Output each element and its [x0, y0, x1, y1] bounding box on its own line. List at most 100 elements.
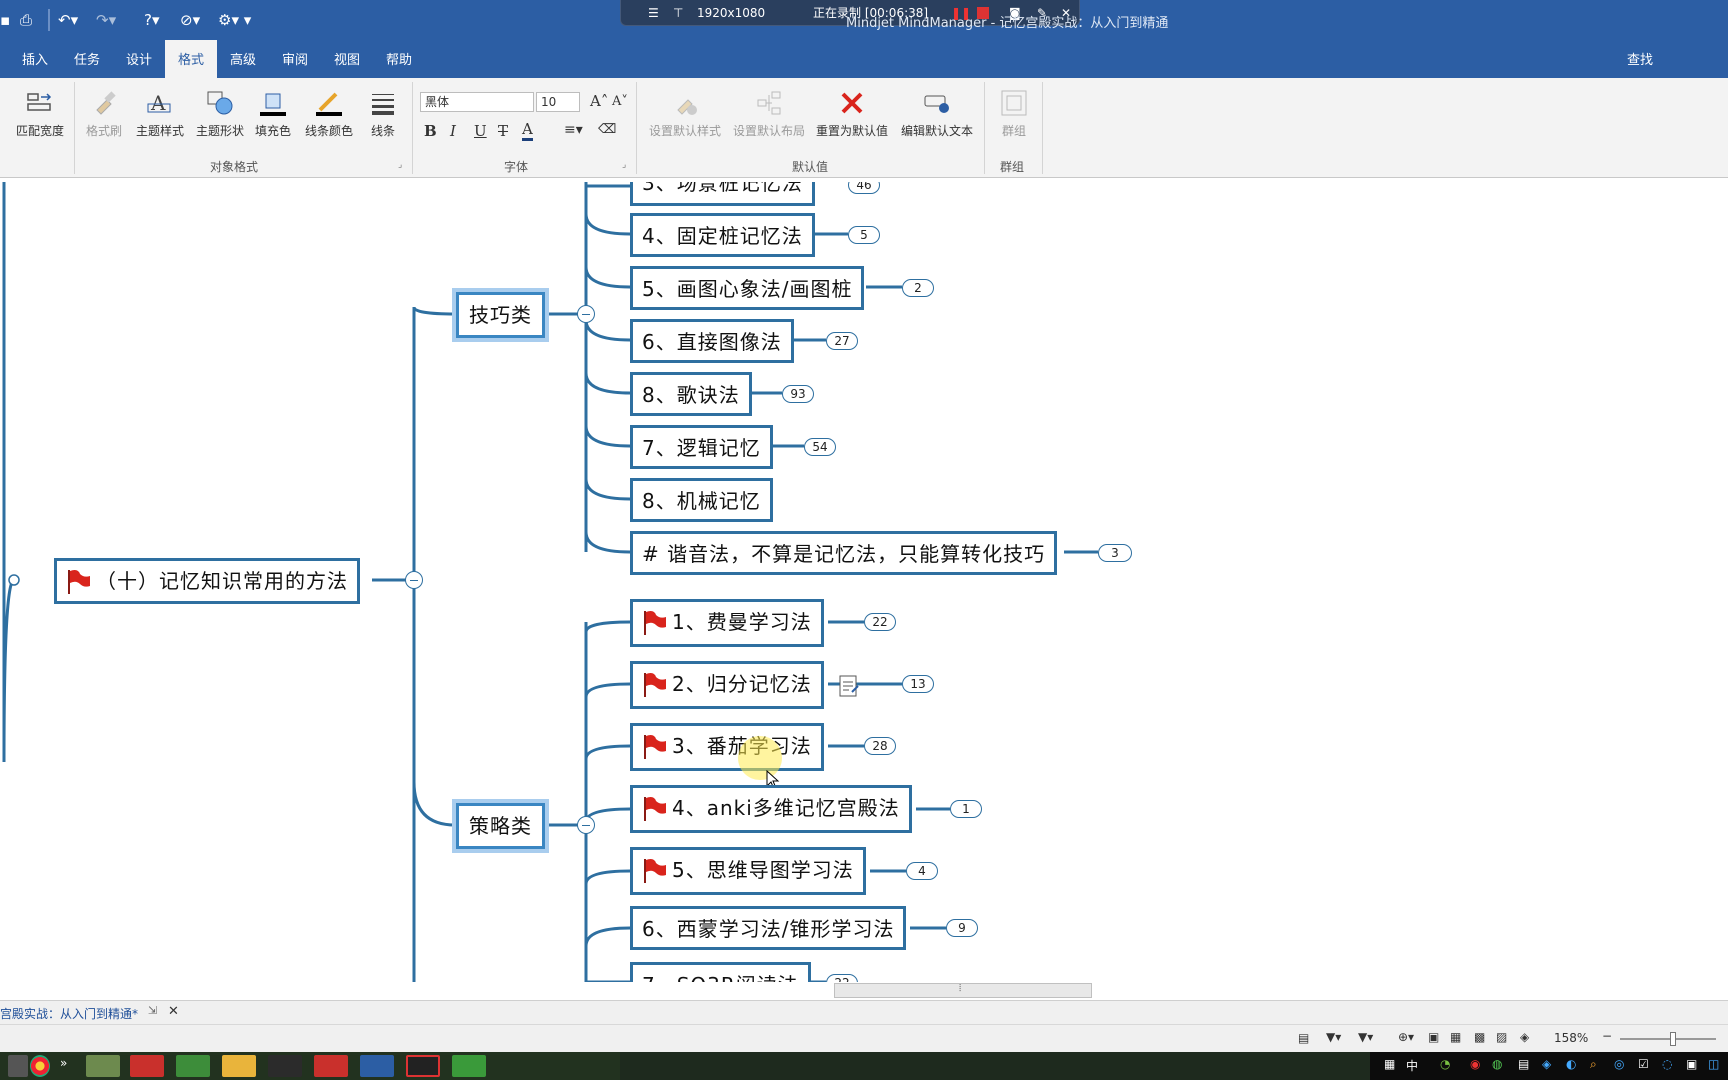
- subtopic[interactable]: 8、歌诀法: [630, 372, 752, 416]
- tab-insert[interactable]: 插入: [21, 53, 48, 68]
- subtopic[interactable]: 6、西蒙学习法/锥形学习法: [630, 906, 907, 950]
- dialog-launcher-icon[interactable]: ⌟: [398, 160, 403, 170]
- subtopic[interactable]: 5、思维导图学习法: [630, 847, 866, 895]
- menu-icon[interactable]: ☰: [648, 6, 659, 20]
- taskbar-app[interactable]: [130, 1055, 164, 1077]
- branch-topic-strategy[interactable]: 策略类: [456, 803, 545, 849]
- taskbar-app[interactable]: [452, 1055, 486, 1077]
- taskbar-app[interactable]: [176, 1055, 210, 1077]
- zoom-out-icon[interactable]: −: [1602, 1029, 1613, 1043]
- subtopic[interactable]: 8、机械记忆: [630, 478, 773, 522]
- tray-icon[interactable]: ◌: [1662, 1057, 1673, 1071]
- underline-button[interactable]: U: [474, 122, 487, 140]
- pin-icon[interactable]: ⊤: [673, 6, 684, 20]
- tab-format[interactable]: 格式: [165, 40, 217, 78]
- tab-design[interactable]: 设计: [125, 53, 152, 68]
- set-default-layout-button[interactable]: 设置默认布局: [730, 86, 808, 156]
- task-pane-icon[interactable]: ▤: [1298, 1031, 1310, 1045]
- tray-icon[interactable]: ⌕: [1590, 1057, 1597, 1071]
- tab-view[interactable]: 视图: [333, 53, 360, 68]
- mindmap-canvas[interactable]: （十）记忆知识常用的方法 技巧类 策略类 3、场景桩记忆法 46 4、固定桩记忆…: [0, 182, 1728, 982]
- wechat-icon[interactable]: ◍: [1492, 1057, 1503, 1071]
- clear-format-icon[interactable]: ⌫: [598, 122, 617, 137]
- bold-button[interactable]: B: [424, 122, 437, 140]
- subtopic[interactable]: # 谐音法，不算是记忆法，只能算转化技巧: [630, 531, 1058, 575]
- close-icon[interactable]: ✕: [1061, 6, 1072, 20]
- font-color-button[interactable]: A: [522, 120, 533, 141]
- group-button[interactable]: 群组: [994, 86, 1034, 156]
- match-width-button[interactable]: 匹配宽度: [14, 86, 66, 156]
- line-button[interactable]: 线条: [364, 86, 402, 156]
- subtopic[interactable]: 6、直接图像法: [630, 319, 794, 363]
- chevron-right-icon[interactable]: »: [60, 1056, 68, 1070]
- pen-icon[interactable]: ✎: [1037, 6, 1048, 20]
- subtopic[interactable]: 7、SQ3R阅读法: [630, 962, 811, 982]
- tray-icon[interactable]: ▣: [1686, 1057, 1698, 1071]
- tray-icon[interactable]: ◉: [1470, 1057, 1481, 1071]
- tab-tasks[interactable]: 任务: [73, 53, 100, 68]
- zoom-slider[interactable]: [1620, 1032, 1716, 1046]
- subtopic[interactable]: 3、番茄学习法: [630, 723, 824, 771]
- pause-icon[interactable]: ❚❚: [951, 6, 972, 20]
- calendar-icon[interactable]: ▩: [1474, 1030, 1486, 1044]
- tray-icon[interactable]: ◫: [1708, 1057, 1720, 1071]
- outline-view-icon[interactable]: ▦: [1450, 1030, 1462, 1044]
- format-icon[interactable]: ⊘▾: [180, 11, 201, 29]
- chrome-icon[interactable]: [30, 1055, 50, 1077]
- branch-topic-skills[interactable]: 技巧类: [456, 292, 545, 338]
- gantt-icon[interactable]: ▨: [1496, 1030, 1508, 1044]
- dialog-launcher-icon[interactable]: ⌟: [622, 160, 627, 170]
- line-color-button[interactable]: 线条颜色: [302, 86, 356, 156]
- taskbar-app[interactable]: [222, 1055, 256, 1077]
- tray-icon[interactable]: ☑: [1638, 1057, 1649, 1071]
- central-topic[interactable]: （十）记忆知识常用的方法: [54, 558, 360, 604]
- taskbar-app[interactable]: [86, 1055, 120, 1077]
- filter-advanced-icon[interactable]: ▼▾: [1358, 1030, 1374, 1044]
- tab-advanced[interactable]: 高级: [229, 53, 256, 68]
- subtopic[interactable]: 5、画图心象法/画图桩: [630, 266, 865, 310]
- topic-style-button[interactable]: A 主题样式: [134, 86, 186, 156]
- fill-color-button[interactable]: 填充色: [252, 86, 294, 156]
- font-size-select[interactable]: 10: [536, 92, 580, 112]
- fit-map-icon[interactable]: ▣: [1428, 1030, 1440, 1044]
- tray-icon[interactable]: ◔: [1440, 1057, 1451, 1071]
- subtopic[interactable]: 4、固定桩记忆法: [630, 213, 815, 257]
- focus-icon[interactable]: ⊕▾: [1398, 1030, 1415, 1044]
- shrink-font-icon[interactable]: A˅: [612, 94, 628, 109]
- tray-icon[interactable]: ◎: [1614, 1057, 1625, 1071]
- save-icon[interactable]: ▪: [0, 11, 11, 29]
- collapse-toggle[interactable]: [405, 571, 423, 589]
- tab-review[interactable]: 审阅: [281, 53, 308, 68]
- tab-help[interactable]: 帮助: [385, 53, 412, 68]
- mindmanager-taskbar-icon[interactable]: [360, 1055, 394, 1077]
- collapse-toggle[interactable]: [577, 305, 595, 323]
- note-icon[interactable]: [838, 674, 860, 698]
- keyboard-icon[interactable]: ▦: [1384, 1057, 1396, 1071]
- filter-icon[interactable]: ▼▾: [1326, 1030, 1342, 1044]
- subtopic[interactable]: 3、场景桩记忆法: [630, 182, 815, 206]
- subtopic[interactable]: 1、费曼学习法: [630, 599, 824, 647]
- subtopic[interactable]: 7、逻辑记忆: [630, 425, 773, 469]
- print-icon[interactable]: ⎙: [20, 11, 33, 29]
- tray-icon[interactable]: ▤: [1518, 1057, 1530, 1071]
- reset-default-button[interactable]: 重置为默认值: [814, 86, 890, 156]
- undo-icon[interactable]: ↶▾: [58, 11, 79, 29]
- format-painter-button[interactable]: 格式刷: [82, 86, 126, 156]
- redo-icon[interactable]: ↷▾: [96, 11, 117, 29]
- strikethrough-button[interactable]: T: [498, 122, 509, 140]
- close-tab-icon[interactable]: ✕: [168, 1004, 179, 1019]
- collapse-toggle[interactable]: [577, 816, 595, 834]
- start-icon[interactable]: [8, 1055, 28, 1077]
- document-tab[interactable]: 宫殿实战：从入门到精通*: [0, 1007, 139, 1021]
- settings-icon[interactable]: ⚙▾ ▾: [218, 11, 252, 29]
- stop-icon[interactable]: [977, 7, 989, 19]
- set-default-style-button[interactable]: 设置默认样式: [646, 86, 724, 156]
- horizontal-scrollbar[interactable]: ⦙: [834, 983, 1092, 998]
- taskbar-app[interactable]: [314, 1055, 348, 1077]
- grow-font-icon[interactable]: A˄: [590, 92, 609, 110]
- search-button[interactable]: 查找: [1626, 53, 1653, 68]
- font-name-select[interactable]: 黑体: [420, 92, 534, 112]
- align-icon[interactable]: ≡▾: [564, 122, 583, 138]
- topic-shape-button[interactable]: 主题形状: [194, 86, 246, 156]
- italic-button[interactable]: I: [450, 122, 456, 140]
